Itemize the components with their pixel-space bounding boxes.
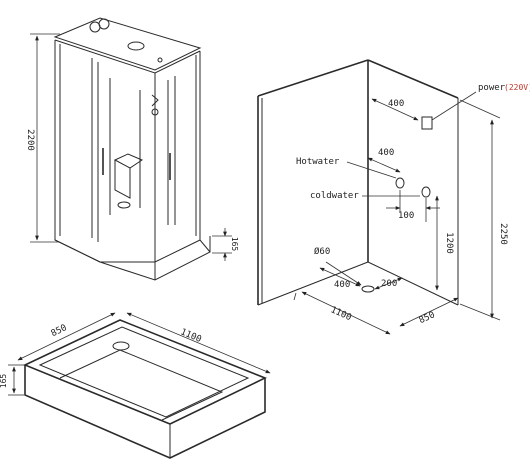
knob-icon [89, 21, 101, 33]
dim-label-base-height: 165 [230, 237, 239, 252]
cold-water-outlet-icon [421, 186, 431, 198]
dim-label-hot-offset: 400 [378, 148, 394, 158]
dim-label-pipe-height: 1200 [444, 232, 454, 254]
dim-label-wall-height: 2250 [498, 223, 508, 245]
power-socket: power (220V) [421, 83, 530, 130]
dim-label-tray-height: 165 [0, 374, 8, 389]
dim-label-shower-height: 2200 [25, 129, 35, 151]
drain-icon [361, 285, 375, 293]
socket-icon [421, 116, 433, 130]
power-label: power [478, 83, 506, 93]
floor-drain: Ø60 400 200 [314, 246, 403, 293]
dim-label-tray-width: 1100 [179, 327, 203, 345]
floor-dimensions: 1100 850 [293, 291, 459, 335]
dim-label-drain-x: 400 [334, 280, 350, 290]
tray-drain-icon [112, 341, 130, 351]
hot-water-outlet-icon [395, 177, 405, 189]
dim-label-floor-width: 1100 [329, 305, 353, 323]
room-walls [257, 59, 459, 306]
shower-tray [23, 319, 267, 459]
dim-label-drain-y: 200 [381, 279, 397, 289]
dimension-wall-height: 2250 [459, 99, 508, 321]
rain-shower-icon [127, 41, 145, 51]
dim-label-floor-depth: 850 [418, 310, 437, 326]
drain-label: Ø60 [314, 246, 330, 257]
knob-icon [98, 18, 110, 30]
dimension-pipe-height: 1200 [435, 195, 454, 291]
dim-label-power-offset: 400 [388, 99, 404, 109]
hot-water-label: Hotwater [296, 157, 340, 167]
dim-label-pipe-gap: 100 [398, 211, 414, 221]
power-voltage: (220V) [504, 83, 530, 92]
dimension-shower-height: 2200 [25, 33, 60, 243]
shower-cabin [53, 17, 211, 281]
cold-water-label: coldwater [310, 191, 359, 201]
dimension-power-offset: 400 [371, 98, 419, 121]
dimension-base-height: 165 [212, 228, 239, 261]
